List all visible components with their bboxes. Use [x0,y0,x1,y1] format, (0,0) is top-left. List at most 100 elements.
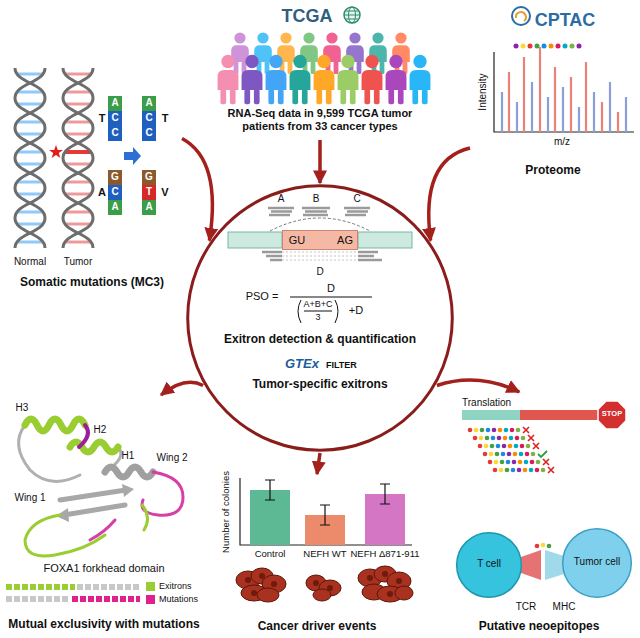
mass-spectrum [502,82,626,132]
mass-spectrum [502,47,626,132]
peptide-grid [473,436,526,441]
category-label: Control [255,549,286,560]
tcr-mhc-bridge [541,543,546,548]
nucleotide-letter: T [146,186,152,198]
cell-name: Tumor cell [574,556,620,568]
amino-acid: A [98,186,106,199]
patient-crowd [362,55,383,104]
legend-row: Mutations [146,594,198,604]
nucleotide-letter: A [145,97,152,109]
mass-spectrum [563,44,568,49]
protein-ribbon [64,505,125,515]
dna-helix [66,74,90,242]
mass-spectrum [494,52,634,132]
legend-row: Exitrons [146,581,192,591]
stop-sign: STOP [598,401,626,429]
logo-text: GTEx [285,357,319,372]
patient-crowd [410,55,431,104]
mass-spectrum [542,44,547,49]
nucleotide-box: G [108,170,122,185]
mass-spectrum [577,44,582,49]
dna-helix [18,74,90,242]
intron-box: GUAG [282,230,358,250]
patient-crowd [242,55,263,104]
nucleotide-box: C [108,185,122,200]
nucleotide-letter: C [111,112,118,124]
cell-colonies [387,591,393,597]
nucleotide-letter: G [111,171,119,183]
panel-caption: Putative neoepitopes [479,620,600,634]
mass-spectrum [514,44,519,49]
nucleotide-letter: A [111,201,118,213]
colony-bar-chart [265,480,390,525]
patient-crowd [218,55,239,104]
exitron-model [262,208,382,260]
t-cell-shape [457,533,522,598]
logo-text: CPTAC [535,10,596,31]
protein-ribbon [25,515,105,556]
filter-word: FILTER [326,360,357,370]
peptide-grid [543,459,549,465]
flow-arrow [317,453,320,474]
mass-spectrum [528,44,533,49]
structure-label: H1 [122,450,135,462]
nucleotide-letter: C [145,112,152,124]
translation-bar [462,410,520,420]
peptide-grid [493,468,546,473]
peptide-grid [528,435,534,441]
sequence-bars [72,596,140,602]
amino-acid: V [161,186,168,199]
dna-helix [15,68,45,248]
cptac-icon [516,12,526,21]
read-label: D [316,266,323,278]
sample-label: Normal [14,256,46,268]
peptide-grid [548,467,554,473]
cell-colonies [236,566,413,602]
analysis-circle-shape [188,186,453,451]
exitron-model [268,208,294,215]
tumor-cell: Tumor cell [562,528,632,598]
stop-text: STOP [602,410,622,419]
logo-text: TCGA [282,6,333,27]
flow-arrow [161,382,203,395]
cell-colonies [382,571,388,577]
formula-term: A+B+C [303,299,332,309]
dna-helix [49,145,63,158]
structure-label: H3 [16,402,29,414]
t-cell: T cell [456,532,522,598]
axis-label: m/z [554,136,570,148]
nucleotide-box: T [142,185,156,200]
read-label: B [313,193,320,205]
cptac-icon [512,7,530,25]
tumor-cell-shape [563,529,632,598]
protein-ribbon [25,419,85,431]
nucleotide-box: A [142,200,156,215]
patient-crowd [218,32,431,104]
axis-label: Intensity [477,73,489,110]
read-label: A [278,193,285,205]
patient-crowd [386,55,407,104]
sequence-bars [6,596,70,602]
colony-bar-chart [240,478,412,545]
translation-bar [520,410,598,420]
tcr-mhc-bridge [521,543,564,580]
category-label: NEFH WT [303,549,346,560]
cell-colonies [367,575,373,581]
nucleotide-letter: A [111,97,118,109]
mutation-arrow [124,147,141,165]
dna-helix [15,68,93,248]
peptide-grid [478,444,531,449]
nucleotide-box: G [142,170,156,185]
mass-spectrum [509,47,618,132]
cptac-icon [512,7,530,25]
mass-spectrum [521,44,526,49]
process-label: Translation [462,397,511,409]
nucleotide-letter: C [111,186,118,198]
colony-bar-chart [240,478,412,545]
patient-crowd [277,32,295,74]
peptide-grid [538,451,547,457]
patient-crowd [266,55,287,104]
cell-colonies [271,581,277,587]
mass-spectrum [549,44,554,49]
